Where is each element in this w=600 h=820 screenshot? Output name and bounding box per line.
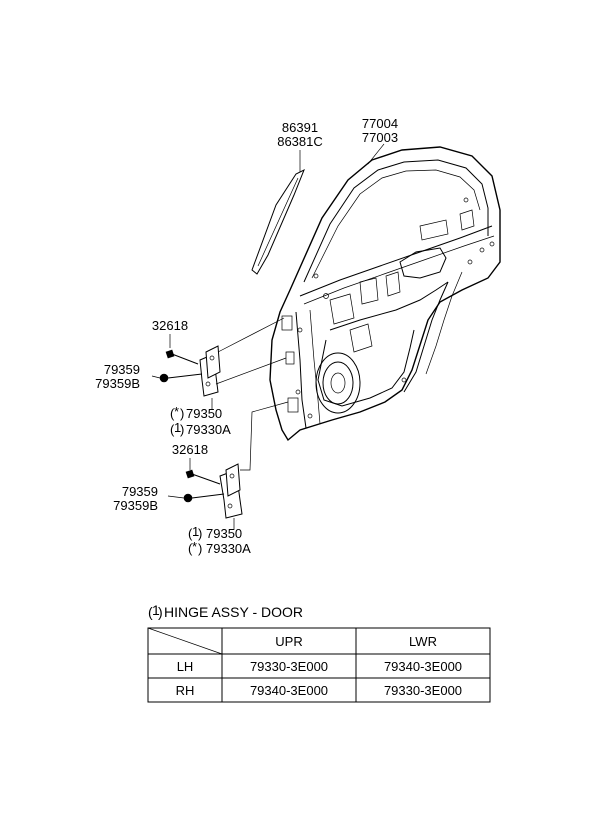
table-row-lh-lwr: 79340-3E000 bbox=[384, 659, 462, 674]
table-header-upr: UPR bbox=[275, 634, 302, 649]
table-row-rh-upr: 79340-3E000 bbox=[250, 683, 328, 698]
label-86381c: 86381C bbox=[277, 134, 323, 149]
label-79350-upper-group: ( * ) 79350 bbox=[170, 404, 222, 421]
svg-text:): ) bbox=[158, 604, 163, 620]
upper-hinge-assembly bbox=[151, 317, 287, 410]
label-79330a-lower: 79330A bbox=[206, 541, 251, 556]
legend-title: HINGE ASSY - DOOR bbox=[164, 604, 303, 620]
label-86391: 86391 bbox=[282, 120, 318, 135]
table-row-lh-side: LH bbox=[177, 659, 194, 674]
table-row-rh-lwr: 79330-3E000 bbox=[384, 683, 462, 698]
label-79359-lower: 79359 bbox=[122, 484, 158, 499]
svg-text:(: ( bbox=[188, 526, 193, 541]
legend-title-group: ( 1 ) HINGE ASSY - DOOR bbox=[148, 602, 303, 620]
svg-text:1: 1 bbox=[174, 420, 181, 435]
rear-door-panel bbox=[269, 146, 501, 442]
svg-text:): ) bbox=[180, 406, 184, 421]
svg-text:): ) bbox=[198, 541, 202, 556]
label-79359-upper: 79359 bbox=[104, 362, 140, 377]
label-79350-lower-group: ( 1 ) 79350 bbox=[188, 524, 242, 541]
leader-lines-top bbox=[299, 143, 385, 172]
label-79330a-lower-group: ( * ) 79330A bbox=[188, 539, 251, 556]
svg-text:*: * bbox=[192, 539, 197, 554]
label-79330a-upper-group: ( 1 ) 79330A bbox=[170, 420, 231, 437]
label-79359b-lower: 79359B bbox=[113, 498, 158, 513]
svg-text:): ) bbox=[198, 526, 202, 541]
label-77004: 77004 bbox=[362, 116, 398, 131]
label-32618-lower: 32618 bbox=[172, 442, 208, 457]
svg-text:(: ( bbox=[148, 604, 153, 620]
table-header-lwr: LWR bbox=[409, 634, 437, 649]
table-row-rh-side: RH bbox=[176, 683, 195, 698]
label-32618-upper: 32618 bbox=[152, 318, 188, 333]
label-79330a-upper: 79330A bbox=[186, 422, 231, 437]
svg-text:(: ( bbox=[188, 541, 193, 556]
window-molding-strip bbox=[251, 168, 305, 275]
hinge-parts-table: UPR LWR LH 79330-3E000 79340-3E000 RH 79… bbox=[147, 627, 491, 703]
svg-text:): ) bbox=[180, 422, 184, 437]
lower-hinge-assembly bbox=[167, 401, 289, 530]
label-79350-lower: 79350 bbox=[206, 526, 242, 541]
svg-text:1: 1 bbox=[152, 602, 160, 618]
svg-text:*: * bbox=[174, 404, 179, 419]
label-77003: 77003 bbox=[362, 130, 398, 145]
svg-text:1: 1 bbox=[192, 524, 199, 539]
table-row-lh-upr: 79330-3E000 bbox=[250, 659, 328, 674]
svg-text:(: ( bbox=[170, 406, 175, 421]
svg-text:(: ( bbox=[170, 422, 175, 437]
label-79359b-upper: 79359B bbox=[95, 376, 140, 391]
label-79350-upper: 79350 bbox=[186, 406, 222, 421]
